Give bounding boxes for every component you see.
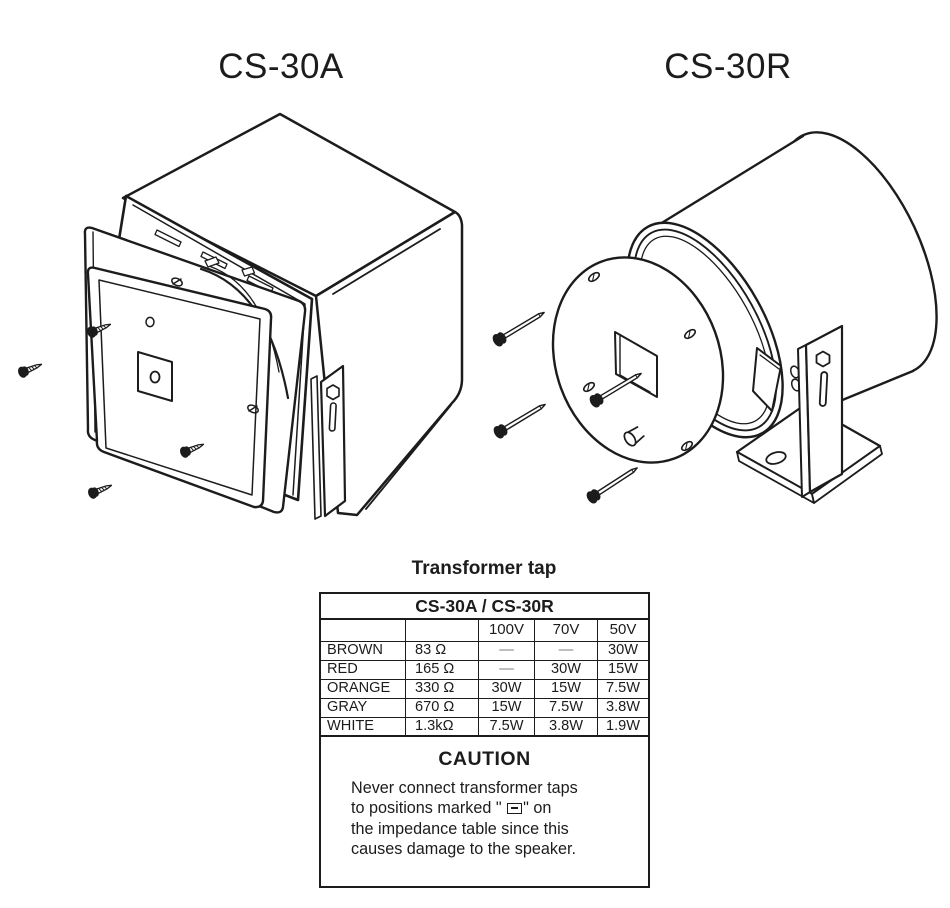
cs30r-pivot-block	[752, 347, 782, 412]
col-100v: 100V	[478, 620, 534, 641]
table-row: WHITE 1.3kΩ 7.5W 3.8W 1.9W	[321, 718, 648, 737]
tap-color: BROWN	[327, 642, 383, 658]
cs30r-bracket-slot	[818, 371, 829, 407]
cs30r-bracket-plate	[804, 324, 844, 494]
cs30a-side-chamfer-line	[365, 404, 452, 510]
tap-color: WHITE	[327, 718, 375, 734]
table-row: RED 165 Ω — 30W 15W	[321, 661, 648, 680]
table-voltage-header-row: 100V 70V 50V	[321, 620, 648, 642]
cs30a-bracket-slot	[328, 402, 337, 432]
product-title-cs30a: CS-30A	[218, 47, 344, 86]
cs30a-top-chamfer-line	[332, 228, 441, 295]
transformer-tap-box: CS-30A / CS-30R 100V 70V 50V BROWN 83 Ω …	[319, 592, 650, 888]
cs30r-terminal-opening	[614, 331, 658, 398]
cs30r-bracket-bolt	[815, 350, 831, 368]
col-70v: 70V	[534, 620, 597, 641]
tap-color: ORANGE	[327, 680, 391, 696]
cs30r-cable-stub	[623, 426, 645, 447]
cs30a-illustration	[16, 112, 464, 520]
cs30a-bracket-bolt	[326, 384, 340, 401]
caution-heading: CAUTION	[438, 748, 531, 770]
cs30a-bracket	[319, 364, 347, 518]
cs30r-base-hole	[765, 451, 787, 465]
product-title-cs30r: CS-30R	[664, 47, 792, 86]
col-50v: 50V	[597, 620, 648, 641]
cs30a-cabinet-side-face	[314, 210, 464, 517]
tap-color: RED	[327, 661, 358, 677]
cs30a-center-plate	[137, 351, 173, 402]
cs30a-center-hole	[149, 370, 161, 384]
tap-impedance: 330 Ω	[405, 680, 478, 698]
dash-in-box-icon	[507, 803, 523, 815]
product-illustrations	[16, 112, 938, 520]
cs30a-grille-panel	[86, 266, 273, 509]
tap-color: GRAY	[327, 699, 368, 715]
tap-impedance: 83 Ω	[405, 642, 478, 660]
table-header-models: CS-30A / CS-30R	[321, 594, 648, 620]
table-row: ORANGE 330 Ω 30W 15W 7.5W	[321, 680, 648, 699]
tap-impedance: 1.3kΩ	[405, 718, 478, 735]
table-row: GRAY 670 Ω 15W 7.5W 3.8W	[321, 699, 648, 718]
transformer-tap-title: Transformer tap	[411, 558, 557, 579]
table-row: BROWN 83 Ω — — 30W	[321, 642, 648, 661]
cs30r-illustration	[490, 131, 938, 506]
caution-section: CAUTION Never connect transformer taps t…	[321, 737, 648, 860]
caution-text: Never connect transformer taps to positi…	[351, 779, 578, 859]
cs30r-body-top-edge	[658, 134, 805, 226]
tap-impedance: 165 Ω	[405, 661, 478, 679]
tap-impedance: 670 Ω	[405, 699, 478, 717]
